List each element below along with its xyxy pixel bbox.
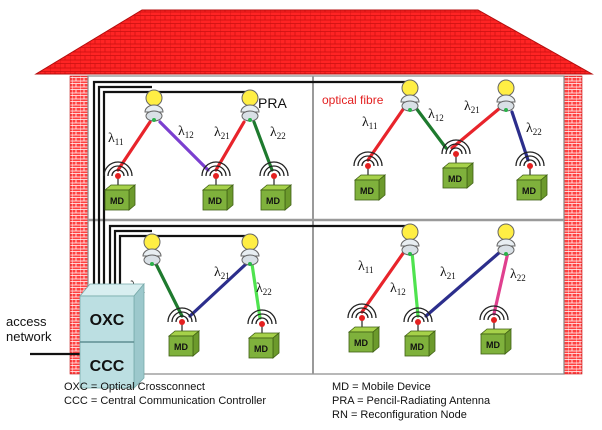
mobile-device-icon: MD [247,309,281,359]
access-network-label: access network [6,314,52,344]
fibre-1 [92,80,410,310]
lambda-l22-label: λ22 [510,267,526,283]
legend-right: MD = Mobile Device PRA = Pencil-Radiatin… [332,380,490,422]
link-fl2-c [250,262,262,320]
link-fr1-c [450,106,502,150]
lambda-l11-label: λ11 [108,131,123,147]
fibre-3 [102,90,250,310]
link-fr1-a [366,106,406,162]
mobile-device-icon: MD [441,139,475,189]
mobile-device-icon: MD [103,161,137,211]
lambda-l21-label: λ21 [464,99,480,115]
oxc-box [79,295,135,343]
link-fl1-c [214,120,246,172]
fibre-4 [108,224,410,310]
mobile-device-icon: MD [347,303,381,353]
pra-antenna-icon [144,89,164,122]
link-fr1-b [414,106,448,150]
lambda-l11-label: λ11 [358,259,373,275]
pra-antenna-icon [496,223,516,256]
pra-antenna-icon [496,79,516,112]
lambda-l21-label: λ21 [214,265,230,281]
pra-antenna-icon [142,233,162,266]
access-line-2: network [6,329,52,344]
link-fl2-a [154,262,184,318]
link-fr2-b [410,250,420,318]
md-label: MD [254,344,268,354]
pra-antenna-icon [400,79,420,112]
lambda-l12-label: λ12 [178,124,194,140]
md-label: MD [208,196,222,206]
md-label: MD [174,342,188,352]
md-label: MD [522,186,536,196]
lambda-l22-label: λ22 [270,125,286,141]
md-label: MD [360,186,374,196]
link-fr1-d [510,110,530,162]
legend-pra: PRA = Pencil-Radiating Antenna [332,395,491,407]
legend-left: OXC = Optical Crossconnect CCC = Central… [64,380,266,408]
ccc-box [79,341,135,389]
mobile-device-icon: MD [167,307,201,357]
pra-antenna-icon [240,89,260,122]
mobile-device-icon: MD [353,151,387,201]
oxc-label: OXC [90,312,125,329]
lambda-l22-label: λ22 [526,121,542,137]
md-label: MD [354,338,368,348]
legend-rn: RN = Reconfiguration Node [332,409,467,421]
mobile-device-icon: MD [515,151,549,201]
fibre-2 [97,85,152,310]
md-label: MD [410,342,424,352]
mobile-device-icon: MD [201,161,235,211]
mobile-device-icon: MD [403,307,437,357]
mobile-device-icon: MD [479,305,513,355]
link-fr2-d [492,250,510,316]
antennas [142,79,516,266]
legend-ccc: CCC = Central Communication Controller [64,395,267,407]
mobile-device-icon: MD [259,161,293,211]
ccc-label: CCC [90,358,125,375]
lambda-l12-label: λ12 [390,281,406,297]
wavelength-labels: λ11λ12λ21λ22λ11λ12λ21λ22λ11λ21λ22λ11λ12λ… [108,99,542,297]
link-fl1-b [158,120,210,172]
md-label: MD [110,196,124,206]
wireless-links [116,106,530,320]
legend-oxc: OXC = Optical Crossconnect [64,381,205,393]
lambda-l12-label: λ12 [428,107,444,123]
pra-label: PRA [258,95,287,111]
md-label: MD [486,340,500,350]
mobile-devices: MD MD MD MD MD MD MD MD MD MD MD [103,139,549,359]
link-fr2-a [360,250,406,314]
pra-antenna-icon [400,223,420,256]
md-label: MD [266,196,280,206]
central-cabinet: OXC CCC [79,282,145,389]
link-fl2-b [188,262,248,318]
lambda-l21-label: λ21 [214,125,230,141]
lambda-l21-label: λ21 [440,265,456,281]
roof [34,9,594,75]
link-fl1-a [116,120,152,172]
link-fr2-c [424,250,502,318]
access-line-1: access [6,314,47,329]
legend-md: MD = Mobile Device [332,381,431,393]
link-fl1-d [252,120,274,172]
lambda-l11-label: λ11 [362,115,377,131]
lambda-l22-label: λ22 [256,281,272,297]
md-label: MD [448,174,462,184]
pra-antenna-icon [240,233,260,266]
optical-fibre-label: optical fibre [322,93,384,107]
